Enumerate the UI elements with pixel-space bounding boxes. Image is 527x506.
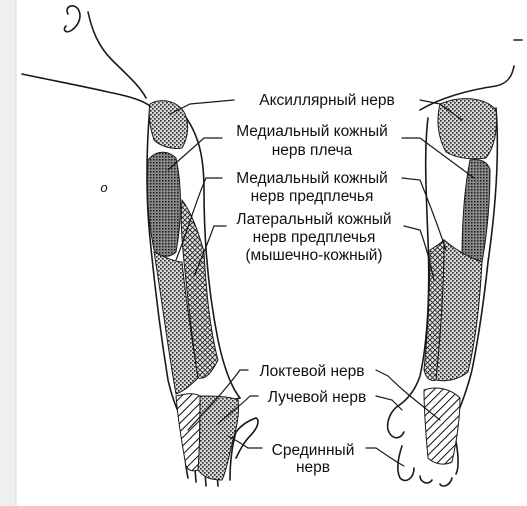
label-axillary-nerve: Аксиллярный нерв xyxy=(259,92,395,109)
label-ulnar-nerve: Локтевой нерв xyxy=(260,363,365,380)
label-lateral-cutaneous-forearm-1: Латеральный кожный xyxy=(236,211,391,228)
margin-mark: o xyxy=(100,180,107,195)
label-lateral-cutaneous-forearm-2: нерв предплечья xyxy=(253,229,376,246)
page-edge-strip xyxy=(0,0,16,506)
label-median-nerve-2: нерв xyxy=(296,459,330,476)
label-medial-cutaneous-forearm-1: Медиальный кожный xyxy=(236,170,388,187)
right-axillary-zone xyxy=(438,99,497,159)
label-radial-nerve: Лучевой нерв xyxy=(268,389,366,406)
label-medial-cutaneous-forearm-2: нерв предплечья xyxy=(251,188,374,205)
left-medial-arm-zone xyxy=(147,152,180,256)
label-medial-cutaneous-arm-1: Медиальный кожный xyxy=(236,123,388,140)
label-median-nerve-1: Срединный xyxy=(272,442,355,459)
label-medial-cutaneous-arm-2: нерв плеча xyxy=(272,142,353,159)
label-lateral-cutaneous-forearm-3: (мышечно-кожный) xyxy=(245,247,382,264)
